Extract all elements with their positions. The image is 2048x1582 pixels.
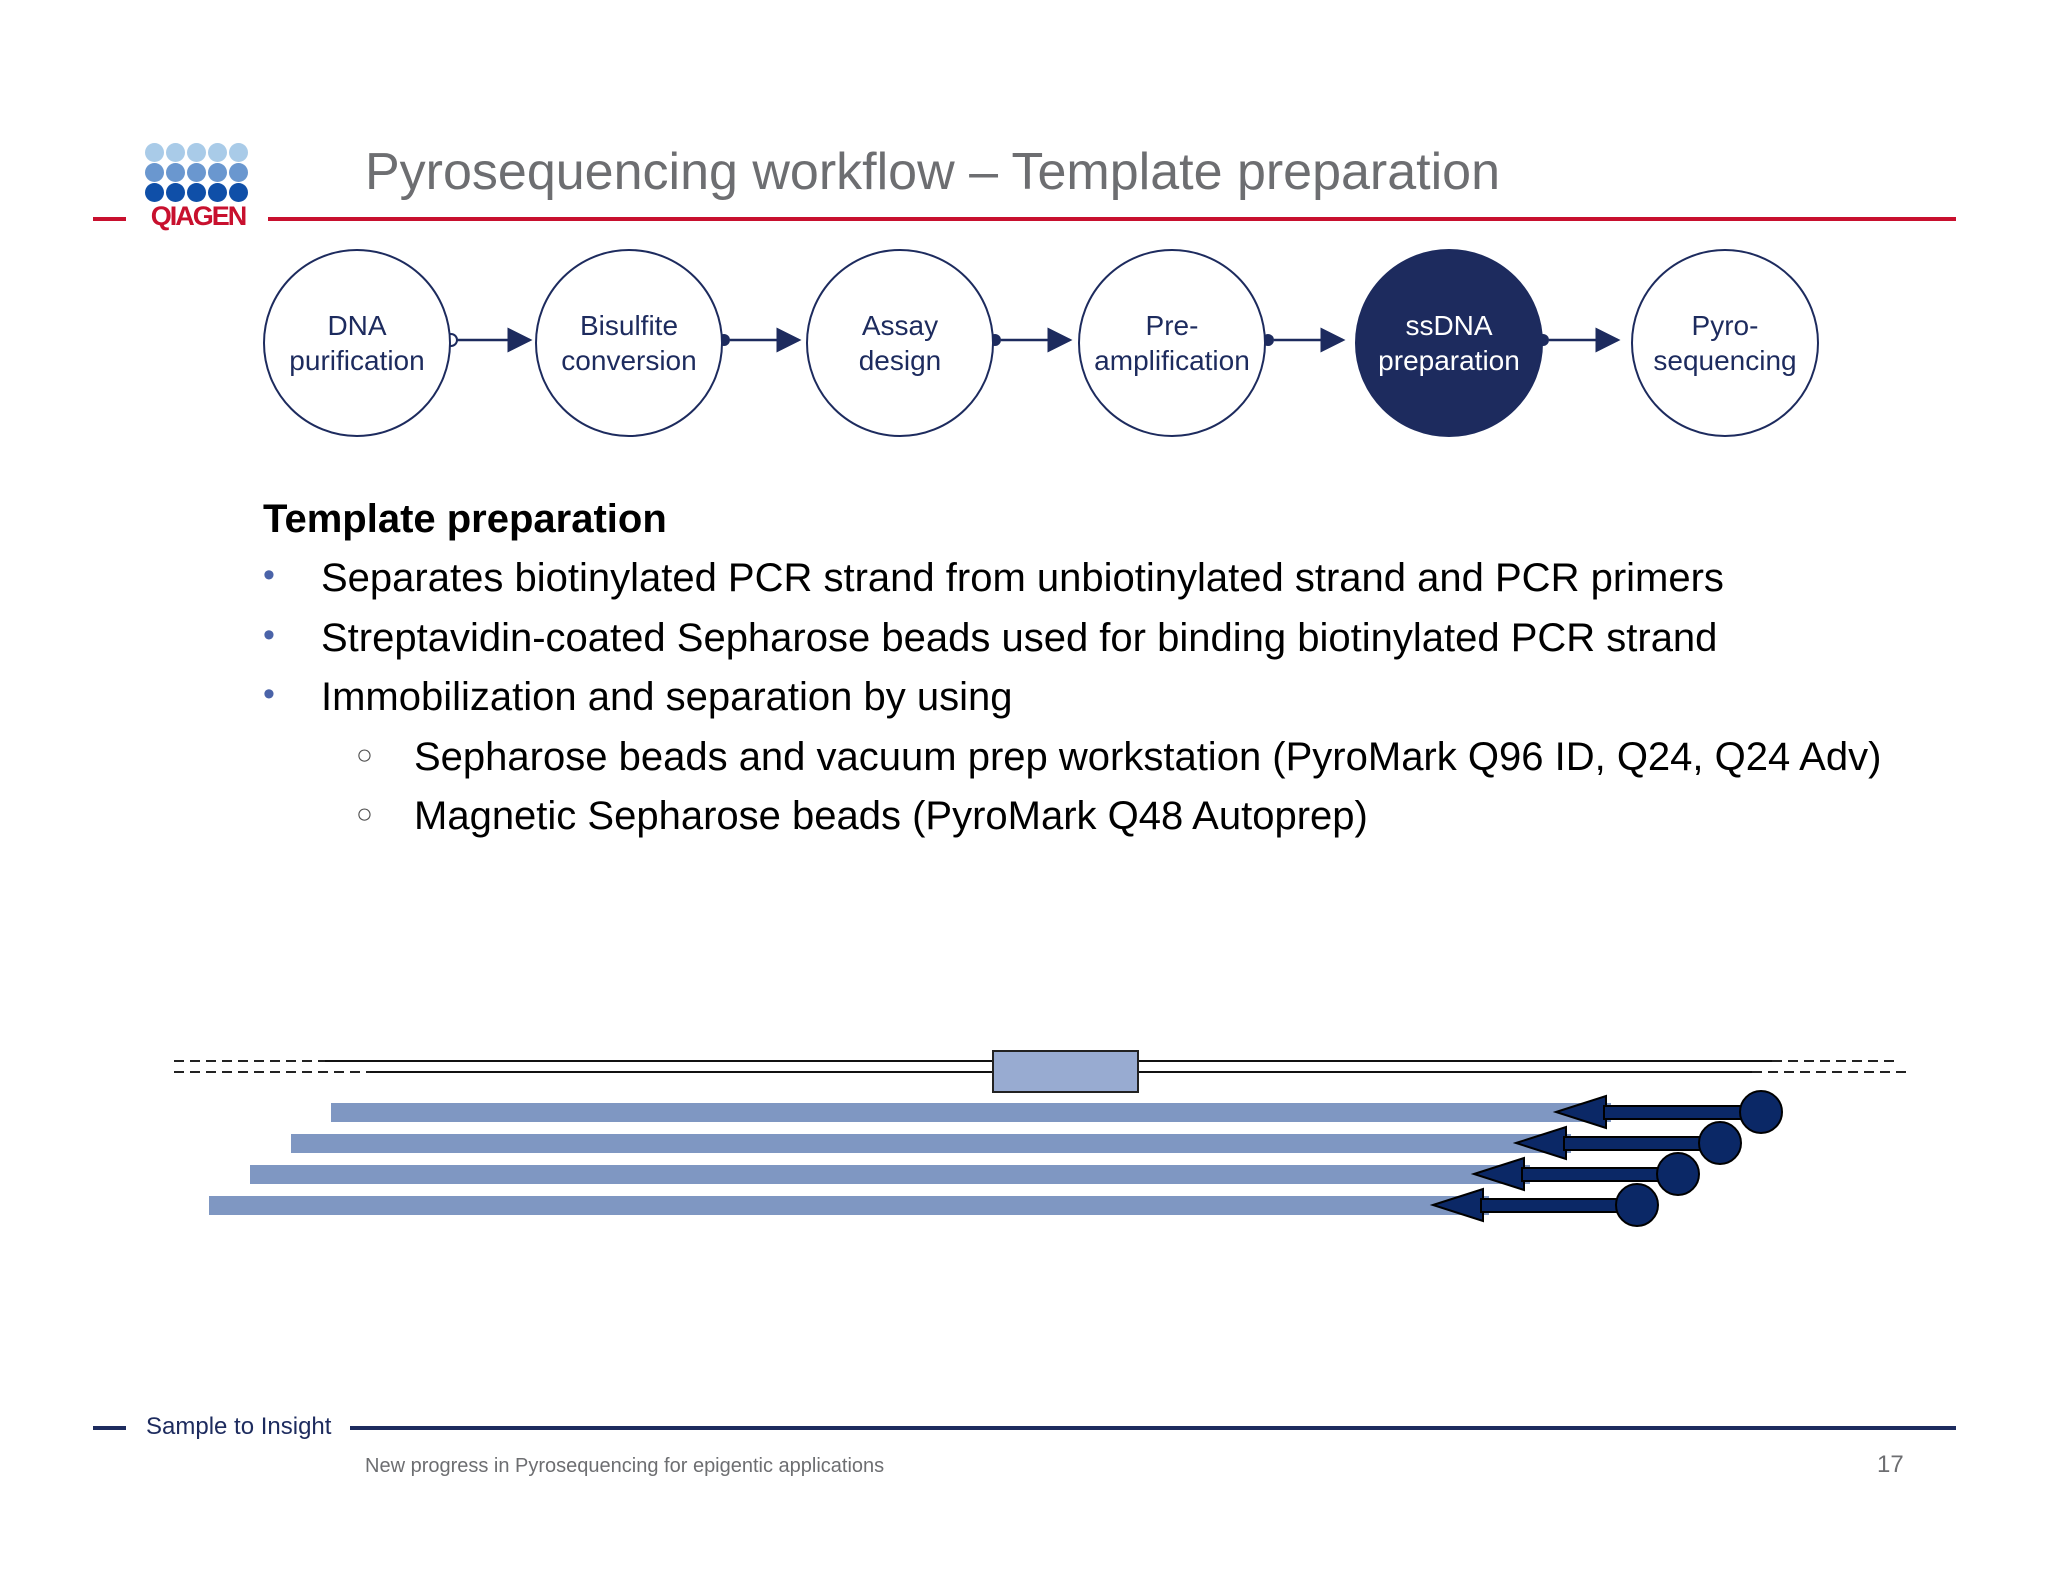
logo-dot	[229, 143, 248, 162]
step-label-line1: DNA	[327, 310, 387, 341]
step-assay-design: Assay design	[806, 249, 994, 437]
section-heading: Template preparation	[263, 497, 667, 541]
strand-1	[331, 1090, 1783, 1134]
bullet-dot-icon: •	[263, 675, 275, 713]
step-pre-amplification: Pre-amplification	[1078, 249, 1266, 437]
sub-bullet-item: ○ Sepharose beads and vacuum prep workst…	[356, 735, 1882, 780]
logo-dot	[145, 143, 164, 162]
bead	[1656, 1152, 1700, 1196]
page-number: 17	[1877, 1451, 1904, 1478]
footer-rule-left	[93, 1426, 126, 1430]
bead	[1698, 1121, 1742, 1165]
bullet-text: Separates biotinylated PCR strand from u…	[321, 556, 1724, 600]
logo-dot	[166, 143, 185, 162]
step-label-line2: preparation	[1378, 345, 1520, 376]
logo-dot	[229, 183, 248, 202]
logo-dot	[208, 183, 227, 202]
logo-dot	[166, 163, 185, 182]
logo-dot	[187, 143, 206, 162]
title-rule	[268, 217, 1956, 221]
bullet-dot-icon: •	[263, 616, 275, 654]
bead	[1739, 1090, 1783, 1134]
logo-dot	[229, 163, 248, 182]
footer-tagline: Sample to Insight	[146, 1413, 332, 1440]
logo-text: QIAGEN	[150, 201, 248, 231]
logo-dot	[208, 163, 227, 182]
logo-dot	[187, 163, 206, 182]
step-label-line2: purification	[289, 345, 425, 376]
connector-2	[718, 327, 802, 353]
logo-dot	[208, 143, 227, 162]
connector-1	[444, 327, 533, 353]
step-label-line2: design	[858, 345, 942, 376]
sub-bullet-item: ○ Magnetic Sepharose beads (PyroMark Q48…	[356, 794, 1368, 839]
bullet-dot-icon: •	[263, 556, 275, 594]
step-label-line1: Pyro-	[1691, 310, 1759, 341]
step-label-line1: ssDNA	[1405, 310, 1493, 341]
connector-4	[1262, 327, 1346, 353]
step-label-line2: amplification	[1094, 345, 1250, 376]
logo-dot	[145, 183, 164, 202]
logo-dot	[166, 183, 185, 202]
bullet-item: • Separates biotinylated PCR strand from…	[263, 556, 1724, 601]
footer-rule	[350, 1426, 1956, 1430]
bullet-text: Immobilization and separation by using	[321, 675, 1013, 719]
bullet-item: • Streptavidin-coated Sepharose beads us…	[263, 616, 1718, 661]
target-region	[992, 1050, 1139, 1093]
strand-4	[209, 1183, 1659, 1227]
strand-3	[250, 1152, 1700, 1196]
footer-text: New progress in Pyrosequencing for epige…	[365, 1455, 885, 1477]
bullet-item: • Immobilization and separation by using	[263, 675, 1013, 720]
template-dna	[174, 1050, 1908, 1093]
strand-2	[291, 1121, 1742, 1165]
qiagen-logo: QIAGEN	[143, 143, 253, 233]
step-label-line2: conversion	[561, 345, 697, 376]
step-label-line2: sequencing	[1653, 345, 1797, 376]
bullet-text: Streptavidin-coated Sepharose beads used…	[321, 616, 1718, 660]
step-label-line1: Pre-	[1145, 310, 1199, 341]
hollow-circle-icon: ○	[356, 739, 373, 770]
step-pyro-sequencing: Pyro-sequencing	[1631, 249, 1819, 437]
connector-5	[1537, 327, 1621, 353]
step-label-line1: Assay	[861, 310, 939, 341]
hollow-circle-icon: ○	[356, 798, 373, 829]
connector-3	[989, 327, 1073, 353]
sub-bullet-text: Magnetic Sepharose beads (PyroMark Q48 A…	[414, 794, 1368, 838]
sub-bullet-text: Sepharose beads and vacuum prep workstat…	[414, 735, 1882, 779]
logo-dot	[187, 183, 206, 202]
step-ssdna-preparation: ssDNA preparation	[1355, 249, 1543, 437]
step-bisulfite-conversion: Bisulfite conversion	[535, 249, 723, 437]
bead-diagram	[174, 1050, 1908, 1227]
bead	[1615, 1183, 1659, 1227]
step-label-line1: Bisulfite	[579, 310, 679, 341]
title-rule-left	[93, 217, 126, 221]
logo-dot	[145, 163, 164, 182]
slide-title: Pyrosequencing workflow – Template prepa…	[365, 143, 1501, 201]
step-dna-purification: DNA purification	[263, 249, 451, 437]
